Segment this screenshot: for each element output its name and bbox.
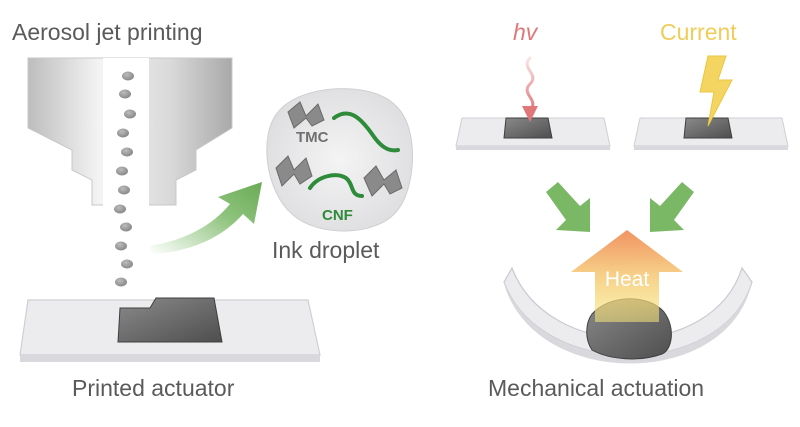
aerosol-droplet-stream <box>114 71 136 287</box>
tmc-sheet-2 <box>275 155 313 187</box>
tmc-sheet-3 <box>363 165 403 197</box>
ink-droplet-arrow <box>150 182 262 254</box>
cnf-label: CNF <box>322 207 353 224</box>
cnf-fiber-2 <box>308 173 364 198</box>
printed-actuator-label: Printed actuator <box>72 375 235 401</box>
bent-substrate <box>503 266 753 364</box>
cnf-fiber-1 <box>332 111 400 153</box>
current-label: Current <box>660 19 737 45</box>
ink-droplet: TMC CNF <box>266 88 413 232</box>
light-stimulus-sample <box>455 117 611 150</box>
heat-label: Heat <box>605 268 650 291</box>
ink-droplet-label: Ink droplet <box>272 237 380 263</box>
green-arrow-left <box>546 182 590 232</box>
printed-actuator-film <box>117 297 223 343</box>
aerosol-jet-printing-label: Aerosol jet printing <box>12 19 203 45</box>
lightning-bolt-icon <box>699 55 733 127</box>
heat-arrow <box>571 230 683 322</box>
mechanical-actuation-label: Mechanical actuation <box>488 375 704 401</box>
tmc-label: TMC <box>296 129 329 146</box>
hv-label: hv <box>513 19 539 45</box>
light-hv-arrow <box>522 56 538 122</box>
printer-nozzle <box>27 57 233 208</box>
green-arrow-right <box>650 182 694 232</box>
tmc-sheet-1 <box>287 101 325 129</box>
current-stimulus-sample <box>633 117 789 150</box>
